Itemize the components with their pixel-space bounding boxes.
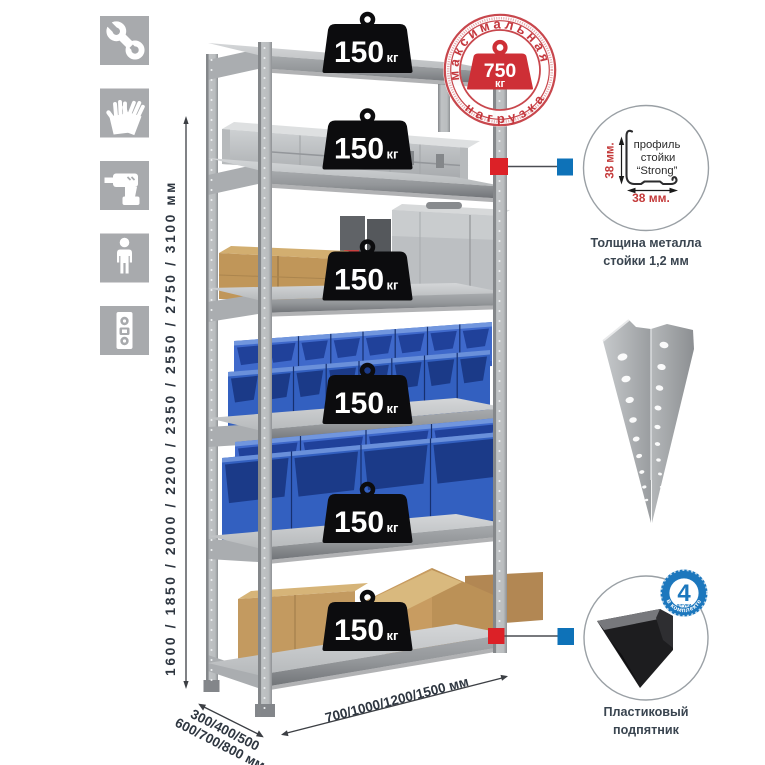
svg-text:кг: кг: [495, 78, 506, 90]
svg-text:150: 150: [334, 614, 384, 647]
svg-text:профиль: профиль: [634, 139, 681, 151]
svg-text:150: 150: [334, 506, 384, 539]
svg-text:кг: кг: [387, 278, 400, 293]
svg-text:700/1000/1200/1500 мм: 700/1000/1200/1500 мм: [324, 674, 471, 725]
svg-text:150: 150: [334, 387, 384, 420]
svg-text:38 мм.: 38 мм.: [605, 142, 617, 178]
svg-text:Толщина металла: Толщина металла: [590, 236, 702, 250]
svg-text:кг: кг: [387, 520, 400, 535]
svg-text:стойки: стойки: [641, 152, 676, 164]
svg-text:штуки: штуки: [677, 604, 692, 609]
svg-text:стойки 1,2 мм: стойки 1,2 мм: [603, 254, 689, 268]
svg-text:“Strong”: “Strong”: [637, 165, 678, 177]
svg-text:кг: кг: [387, 50, 400, 65]
svg-text:кг: кг: [387, 401, 400, 416]
svg-text:150: 150: [334, 36, 384, 69]
svg-text:4: 4: [677, 580, 691, 607]
svg-text:кг: кг: [387, 628, 400, 643]
svg-text:Пластиковый: Пластиковый: [603, 705, 688, 719]
svg-text:150: 150: [334, 264, 384, 297]
svg-text:150: 150: [334, 133, 384, 166]
svg-text:кг: кг: [387, 147, 400, 162]
svg-text:1600 / 1850 / 2000 / 2200 / 23: 1600 / 1850 / 2000 / 2200 / 2350 / 2550 …: [163, 180, 178, 676]
svg-text:750: 750: [484, 60, 517, 82]
svg-text:подпятник: подпятник: [613, 723, 680, 737]
svg-text:38 мм.: 38 мм.: [632, 191, 670, 205]
